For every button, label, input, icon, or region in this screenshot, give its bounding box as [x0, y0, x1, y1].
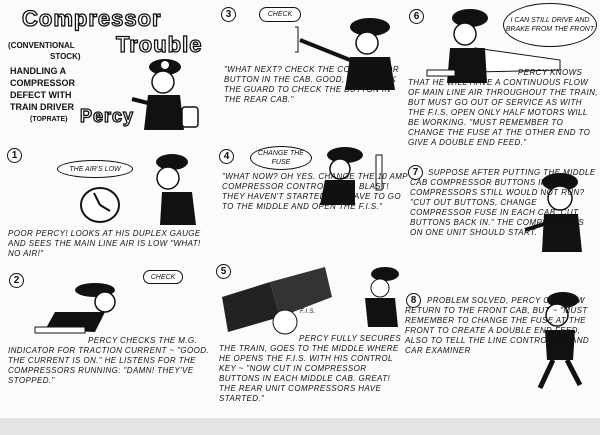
panel-3-thought-bubble: Check	[259, 7, 301, 22]
panel-4-speech-bubble: Change the fuse	[250, 146, 312, 170]
panel-1-number: 1	[7, 148, 22, 163]
percy-figure-icon	[524, 173, 582, 252]
panel-7-caption: Suppose after putting the middle cab com…	[410, 168, 596, 237]
percy-figure-icon	[34, 283, 116, 334]
subtitle-line: stock)	[50, 52, 81, 61]
subtitle-line: (Conventional	[8, 41, 75, 50]
panel-7-number: 7	[408, 165, 423, 180]
intro: Handling a Compressor defect with Train …	[10, 65, 75, 113]
panel-2-caption: Percy checks the M.G. indicator for trac…	[8, 336, 210, 385]
panel-3-number: 3	[221, 7, 236, 22]
panel-6-number: 6	[409, 9, 424, 24]
title-line-2: Trouble	[115, 31, 203, 57]
panel-2-number: 2	[9, 273, 24, 288]
pressure-gauge-icon	[80, 187, 120, 223]
intro-line: Train Driver	[10, 102, 75, 112]
intro-line: defect with	[10, 90, 72, 100]
panel-8-number: 8	[406, 293, 421, 308]
percy-walking-figure-icon	[537, 292, 583, 390]
surname: (Toprate)	[30, 116, 68, 123]
intro-line: Handling a	[10, 66, 67, 76]
panel-5-number: 5	[216, 264, 231, 279]
panel-8-caption: Problem solved, Percy can now return to …	[405, 296, 590, 355]
percy-name: Percy	[79, 105, 135, 126]
panel-4-number: 4	[219, 149, 234, 164]
panel-5-caption: Percy fully secures the train, goes to t…	[219, 334, 402, 403]
panel-2-thought-bubble: Check	[143, 270, 183, 284]
panel-1-speech-bubble: The air's low	[57, 160, 133, 178]
panel-4-caption: "What now? Oh yes. Change the 10 amp com…	[222, 172, 408, 211]
panel-6-caption: Percy knows that he will have a continuo…	[408, 68, 598, 147]
percy-figure-icon	[295, 18, 395, 90]
percy-fuse-figure-icon	[320, 147, 383, 205]
title-line-1: Compressor	[21, 5, 162, 31]
subtitle: (Conventional stock)	[8, 40, 81, 62]
percy-cab-figure-icon	[426, 9, 561, 83]
scan-edge	[0, 418, 600, 435]
intro-line: Compressor	[10, 78, 76, 88]
panel-6-speech-bubble: I can still drive and brake from the fro…	[503, 3, 597, 47]
percy-figure-icon	[131, 59, 199, 130]
panel-3-caption: "What next? Check the compressor button …	[224, 65, 400, 104]
panel-1-caption: Poor Percy! Looks at his duplex gauge an…	[8, 229, 201, 258]
fis-label: F.I.S.	[300, 309, 316, 315]
train-illustration-icon	[222, 267, 399, 335]
percy-figure-icon	[156, 154, 196, 225]
